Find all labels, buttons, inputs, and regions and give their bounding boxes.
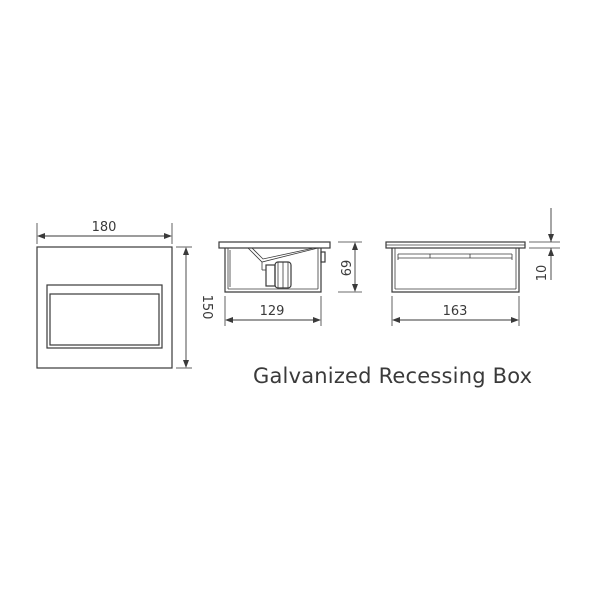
dimension-flange: 10	[529, 208, 560, 281]
dimension-side-depth: 69	[337, 241, 362, 293]
dimension-front-height: 150	[176, 246, 214, 369]
rear-view	[385, 241, 526, 293]
dimension-label-180: 180	[92, 220, 117, 235]
dimension-rear-width: 163	[391, 296, 520, 326]
side-view	[218, 241, 331, 293]
drawing-caption: Galvanized Recessing Box	[253, 364, 533, 388]
dimension-side-width: 129	[224, 296, 322, 326]
dimension-label-150: 150	[199, 295, 214, 320]
dimension-label-10: 10	[535, 265, 550, 282]
dimension-front-width: 180	[36, 220, 173, 244]
front-view	[36, 246, 173, 369]
dimension-label-163: 163	[443, 304, 468, 319]
dimension-label-69: 69	[337, 260, 352, 277]
dimension-label-129: 129	[260, 304, 285, 319]
